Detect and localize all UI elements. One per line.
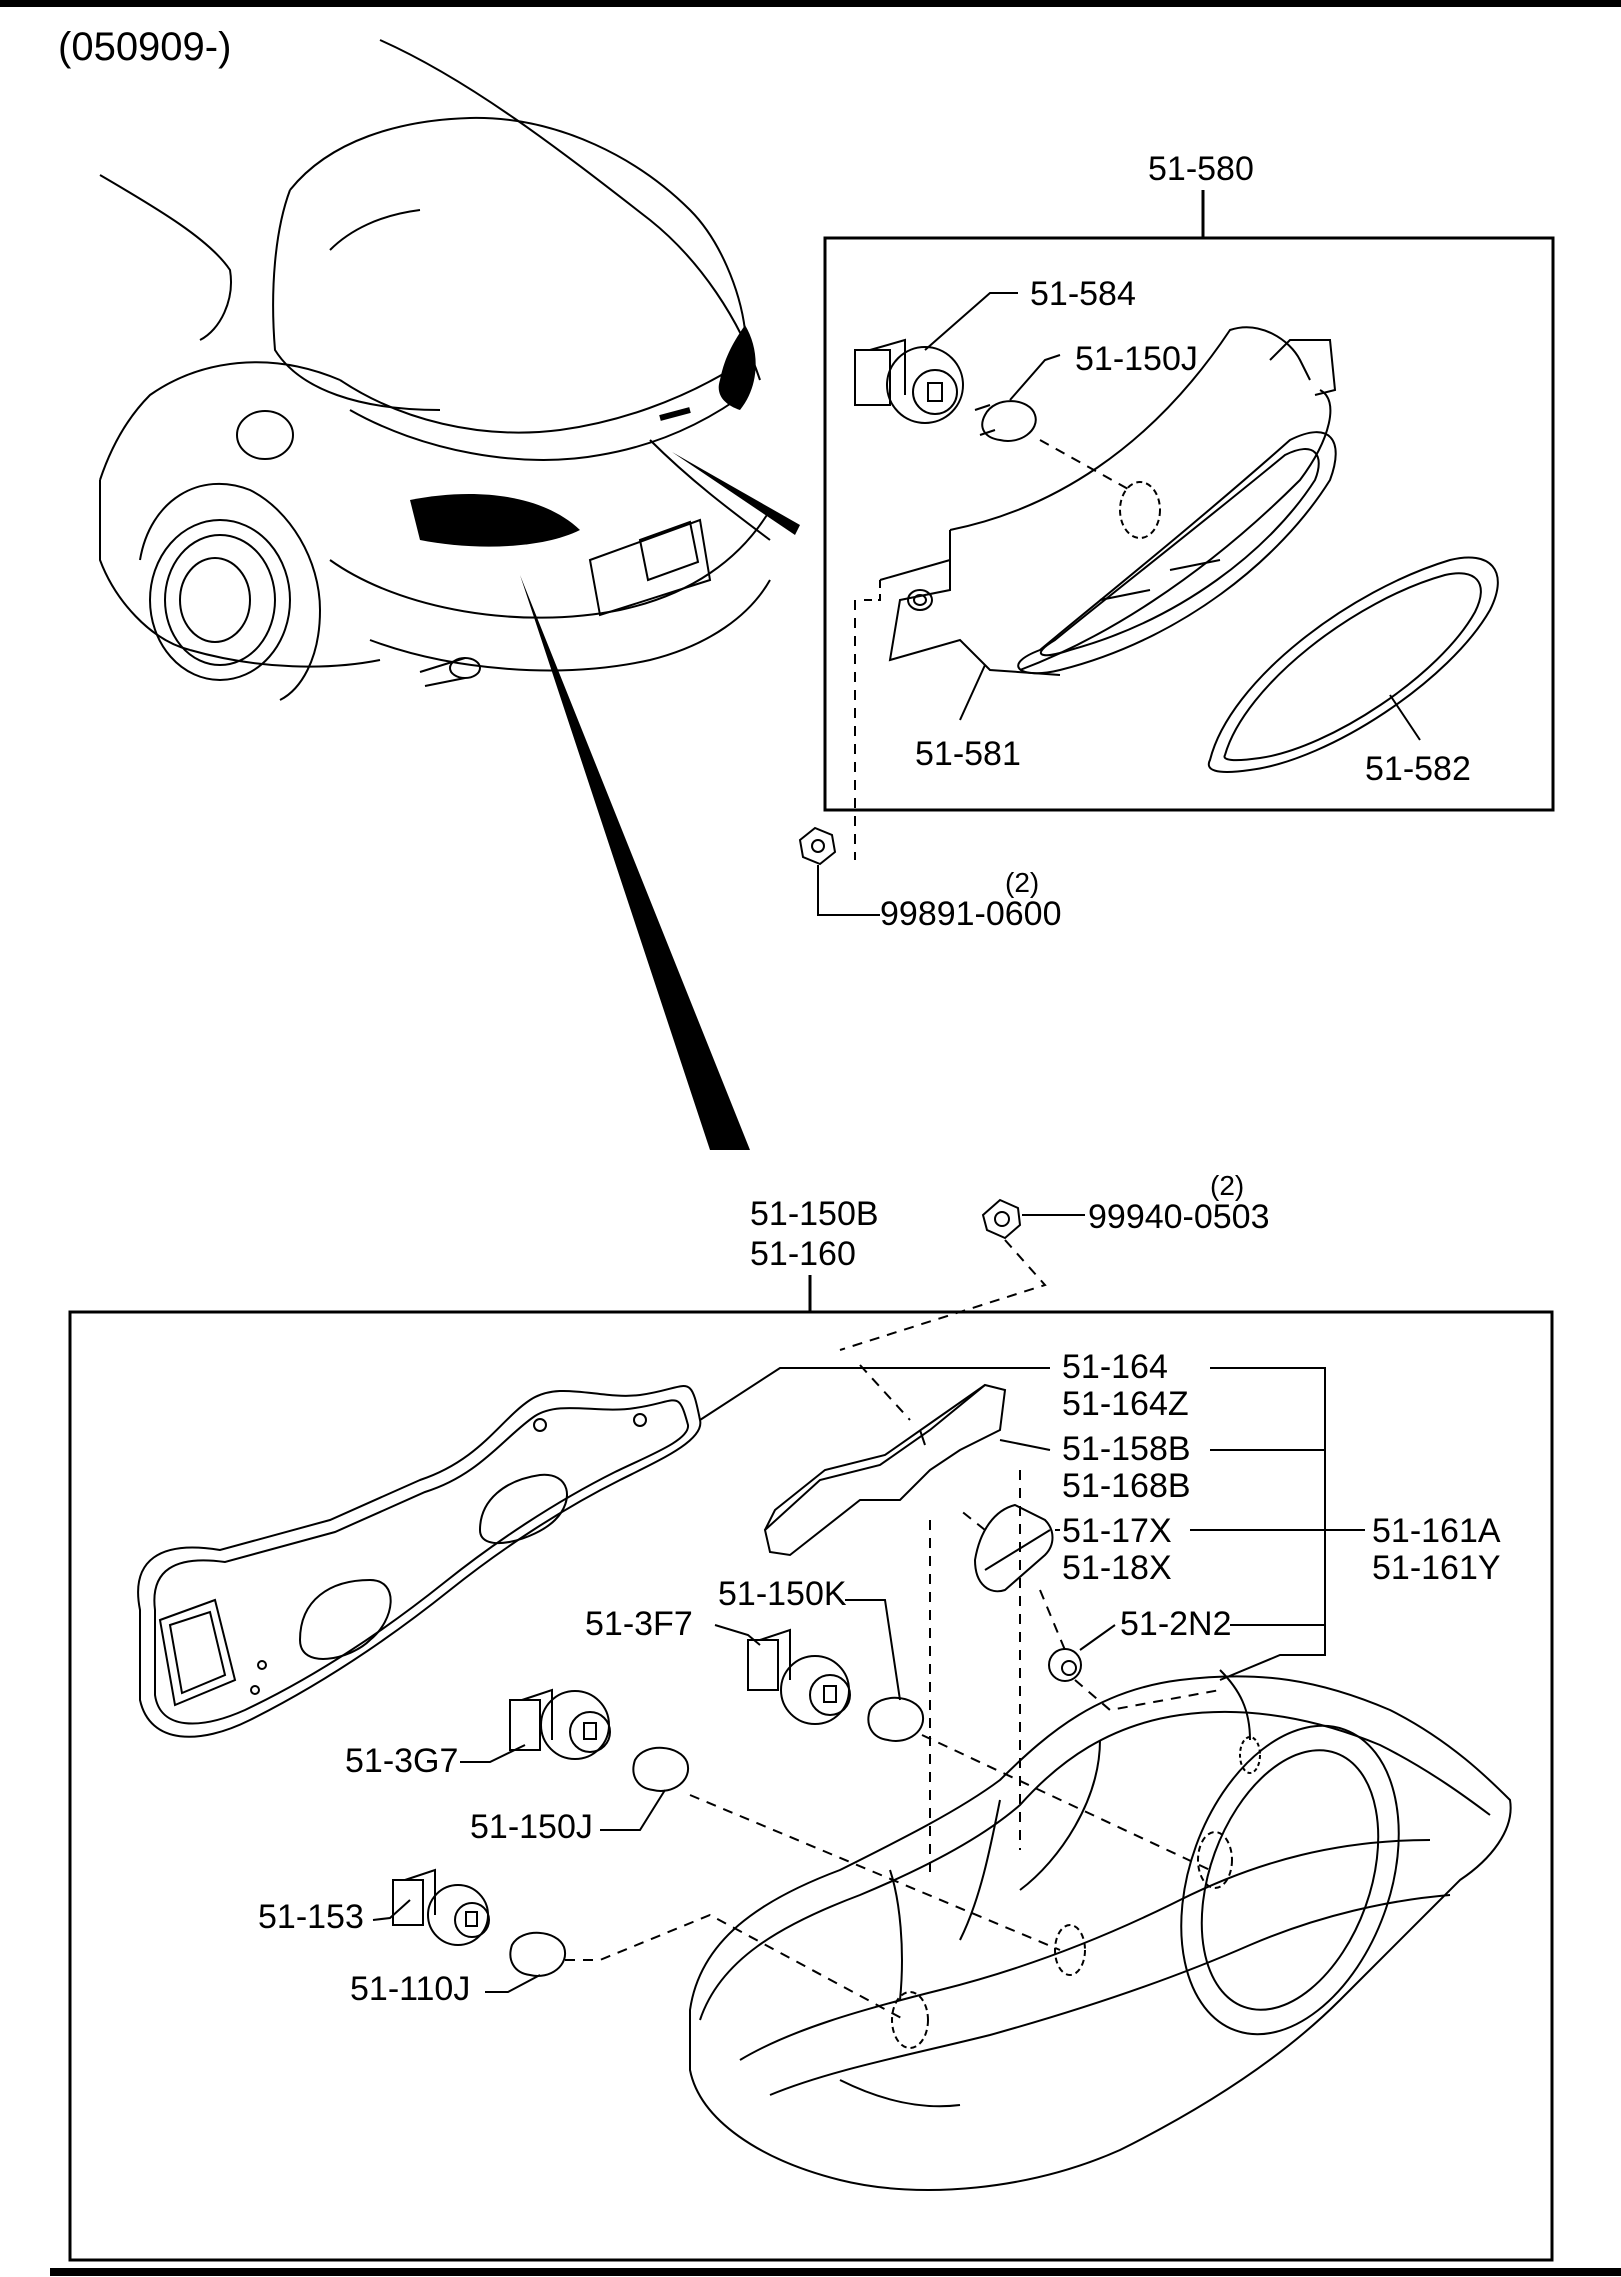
bottom-rule [50, 2268, 1621, 2276]
upper-assembly-box [823, 236, 1555, 812]
lower-bulb-middle-drawing [632, 1746, 690, 1792]
upper-socket-label: 51-584 [1030, 275, 1136, 313]
upper-gasket-label: 51-582 [1365, 750, 1471, 788]
upper-gasket-drawing [1207, 556, 1499, 773]
lower-bulb-upper-drawing [867, 1696, 925, 1742]
lower-grommet-drawing [1048, 1648, 1082, 1682]
top-rule [0, 0, 1621, 7]
upper-bulb-drawing [974, 400, 1037, 442]
upper-socket-drawing [854, 338, 964, 424]
callout-taper-upper [672, 452, 800, 535]
lower-lens-drawing [973, 1503, 1054, 1593]
reflector-label-2: 51-168B [1062, 1467, 1191, 1505]
upper-nut-quantity: (2) [1005, 867, 1039, 898]
car-illustration [99, 39, 771, 701]
upper-housing-drawing [879, 326, 1337, 676]
tail-lamp-highlight-right [718, 325, 756, 410]
grommet-label: 51-2N2 [1120, 1605, 1232, 1643]
lower-assembly-dashed-lines [565, 1364, 1221, 2021]
lower-nut-drawing [981, 1198, 1022, 1240]
lower-lamp-housing-drawing [689, 1669, 1512, 2191]
lower-nut-quantity: (2) [1210, 1170, 1244, 1201]
lower-gasket-drawing [137, 1385, 702, 1738]
lower-leader-lines [372, 1367, 1365, 1993]
bulb-middle-label: 51-150J [470, 1808, 593, 1846]
upper-housing-label: 51-581 [915, 735, 1021, 773]
lower-assembly-box [68, 1310, 1554, 2262]
lower-nut-label: 99940-0503 [1088, 1198, 1270, 1236]
date-range-header: (050909-) [58, 25, 231, 69]
upper-nut-label: 99891-0600 [880, 895, 1062, 933]
lens-label-1: 51-17X [1062, 1512, 1172, 1550]
lower-socket-middle-drawing [509, 1688, 611, 1760]
bulb-lower-label: 51-110J [350, 1970, 470, 2008]
lens-set-label-1: 51-161A [1372, 1512, 1501, 1550]
lower-reflector-drawing [763, 1383, 1007, 1557]
lens-set-label-2: 51-161Y [1372, 1549, 1501, 1587]
lower-part-labels: 51-164 51-164Z 51-158B 51-168B 51-17X 51… [258, 1348, 1501, 2008]
lower-bulb-lower-drawing [509, 1931, 567, 1977]
lower-socket-lower-drawing [392, 1868, 490, 1946]
lower-assembly-label-2: 51-160 [750, 1235, 856, 1273]
bulb-upper-label: 51-150K [718, 1575, 847, 1613]
lower-assembly-label-1: 51-150B [750, 1195, 879, 1233]
upper-nut-drawing [798, 826, 837, 866]
lower-socket-upper-drawing [747, 1628, 851, 1725]
socket-lower-label: 51-153 [258, 1898, 364, 1936]
upper-assembly-label: 51-580 [1148, 150, 1254, 188]
gasket-label-1: 51-164 [1062, 1348, 1168, 1386]
tail-lamp-highlight-left [410, 493, 580, 547]
reflector-label-1: 51-158B [1062, 1430, 1191, 1468]
socket-upper-label: 51-3F7 [585, 1605, 693, 1643]
lens-label-2: 51-18X [1062, 1549, 1172, 1587]
upper-bulb-label: 51-150J [1075, 340, 1198, 378]
socket-middle-label: 51-3G7 [345, 1742, 458, 1780]
gasket-label-2: 51-164Z [1062, 1385, 1189, 1423]
callout-taper-lower [520, 575, 750, 1150]
